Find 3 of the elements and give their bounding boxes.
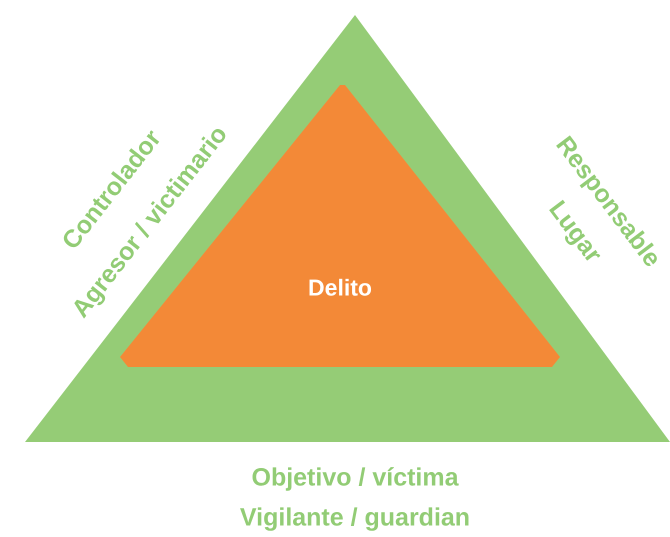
triangle-label: Delito	[308, 276, 372, 300]
side-label: Vigilante / guardian	[240, 506, 470, 530]
side-label: Objetivo / víctima	[252, 466, 458, 490]
